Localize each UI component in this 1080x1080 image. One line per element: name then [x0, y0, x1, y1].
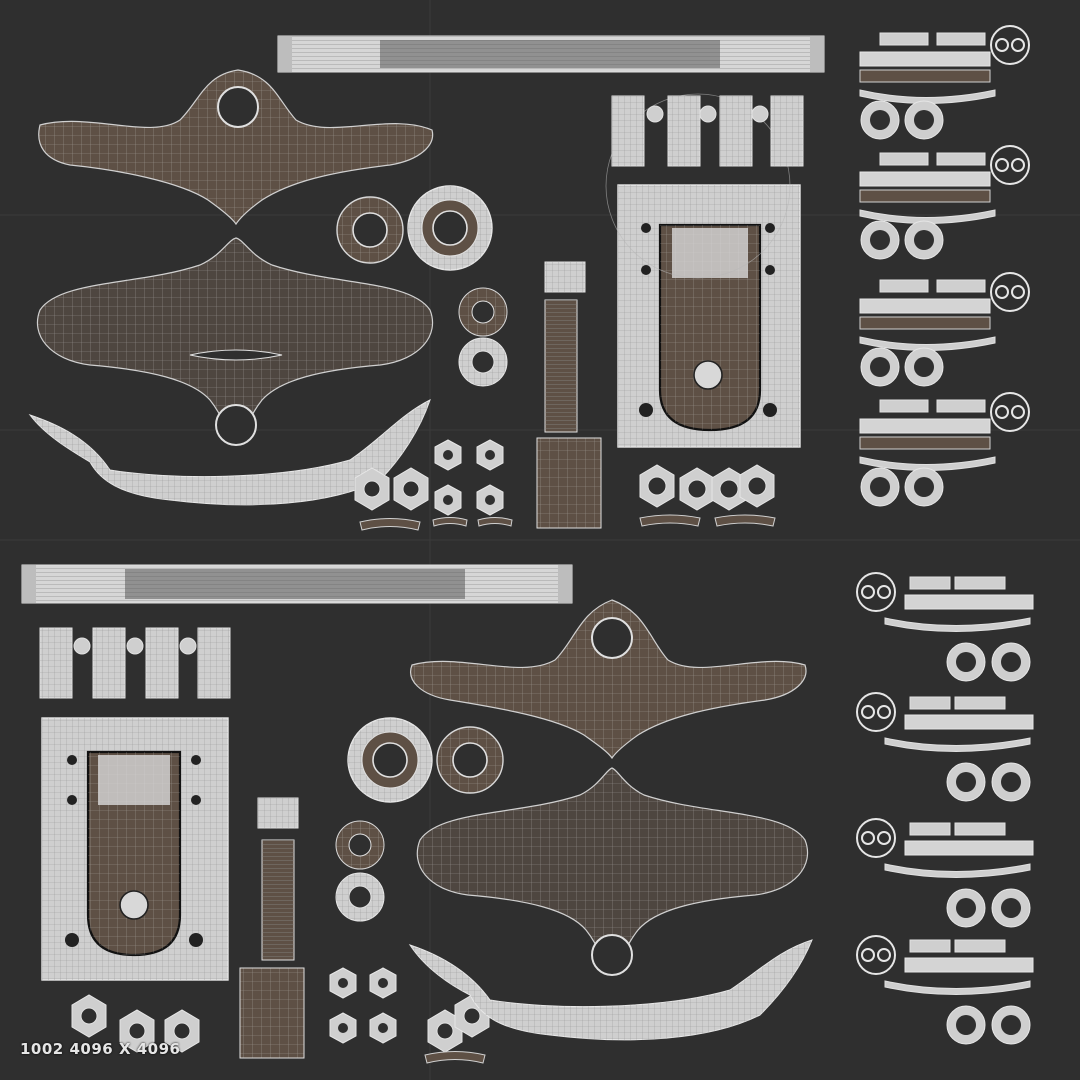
- side-parts-column-lower[interactable]: [856, 572, 1034, 1045]
- side-set-1[interactable]: [859, 25, 1030, 140]
- side-set-8[interactable]: [856, 935, 1034, 1045]
- yoke-top-lower[interactable]: [410, 599, 807, 760]
- stem-column-upper[interactable]: [536, 261, 602, 529]
- side-set-5[interactable]: [856, 572, 1034, 682]
- bearing-large-lower[interactable]: [347, 717, 504, 803]
- yoke-top-upper[interactable]: [38, 69, 434, 226]
- side-set-3[interactable]: [859, 272, 1030, 387]
- bearing-large-upper[interactable]: [336, 185, 493, 271]
- nut-cluster-lower[interactable]: [71, 994, 200, 1053]
- yoke-bottom-upper[interactable]: [36, 237, 434, 447]
- nut-cluster-upper[interactable]: [354, 439, 513, 531]
- side-parts-column-upper[interactable]: [859, 25, 1030, 507]
- top-bar-lower[interactable]: [21, 564, 573, 604]
- baseplate-upper[interactable]: [605, 93, 801, 448]
- yoke-bottom-lower[interactable]: [416, 767, 809, 977]
- baseplate-lower[interactable]: [41, 717, 229, 981]
- bearing-small-lower[interactable]: [335, 820, 385, 922]
- side-set-7[interactable]: [856, 818, 1034, 928]
- side-set-4[interactable]: [859, 392, 1030, 507]
- nut-row-upper[interactable]: [639, 464, 776, 527]
- wing-strip-upper[interactable]: [28, 399, 431, 506]
- wing-strip-lower[interactable]: [408, 939, 813, 1041]
- bearing-small-upper[interactable]: [458, 287, 508, 387]
- texture-resolution-label: 1002 4096 X 4096: [20, 1040, 181, 1058]
- side-set-6[interactable]: [856, 692, 1034, 802]
- stem-column-lower[interactable]: [239, 797, 305, 1059]
- side-set-2[interactable]: [859, 145, 1030, 260]
- top-bar-upper[interactable]: [277, 35, 825, 73]
- cup-row-lower[interactable]: [39, 627, 231, 699]
- nut-row-lower[interactable]: [329, 967, 490, 1064]
- cup-row-upper[interactable]: [611, 95, 804, 167]
